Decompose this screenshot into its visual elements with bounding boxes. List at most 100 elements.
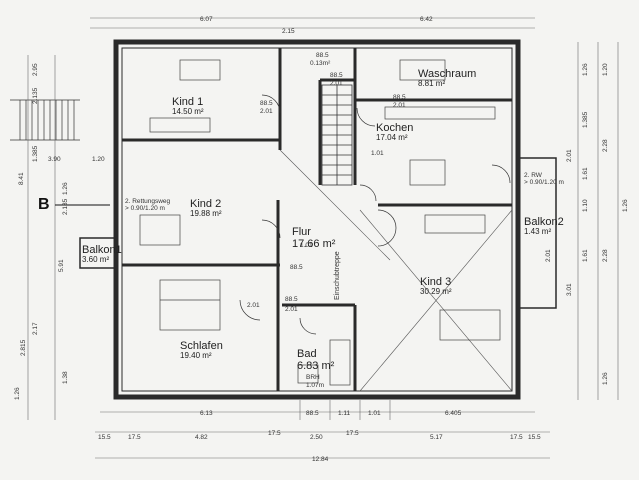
room-label-schlafen: Schlafen 19.40 m²: [180, 340, 223, 361]
note-text: 2. RW: [524, 172, 542, 179]
door-swings: [239, 94, 511, 335]
dim-inner: 1.01: [300, 242, 313, 249]
interior-walls: [122, 48, 512, 391]
dim-bottom: 1.11: [338, 410, 351, 417]
room-area: 3.60 m²: [82, 255, 110, 265]
room-area: 6.83 m²: [297, 360, 335, 373]
dim-left: 2.815: [20, 339, 27, 356]
room-area: 19.88 m²: [190, 209, 222, 219]
room-area: 1.43 m²: [524, 227, 552, 237]
balconies: [79, 157, 557, 309]
dim-right: 2.28: [602, 139, 609, 152]
staircase: [321, 84, 353, 186]
dim-bottom: 6.405: [445, 410, 462, 417]
dim-left: 2.135: [32, 87, 39, 104]
dim-bottom: 88.5: [306, 410, 319, 417]
einschubtreppe-label: Einschubtreppe: [334, 251, 341, 300]
diagonal-lines: [279, 149, 513, 392]
dim-left: 1.385: [32, 145, 39, 162]
room-label-balkon1: Balkon1 3.60 m²: [82, 244, 122, 265]
dim-bottom2: 5.17: [430, 434, 443, 441]
dim-bottom2: 17.5: [346, 430, 359, 437]
dim-left: 3.90: [48, 156, 61, 163]
dim-left: 1.26: [14, 387, 21, 400]
room-area: 30.29 m²: [420, 287, 452, 297]
dim-bottom: 6.13: [200, 410, 213, 417]
dim-inner: 2.01: [393, 102, 406, 109]
dim-bottom2: 2.50: [310, 434, 323, 441]
room-area: 19.40 m²: [180, 351, 212, 361]
external-stair: [10, 99, 80, 141]
dim-inner: 2.01: [247, 302, 260, 309]
dim-right: 2.28: [602, 249, 609, 262]
room-name: Waschraum: [418, 68, 477, 80]
dim-right: 1.10: [582, 199, 589, 212]
dim-right: 3.01: [566, 283, 573, 296]
dim-inner: 88.5: [393, 94, 406, 101]
dim-right: 1.61: [582, 249, 589, 262]
dim-right: 1.61: [582, 167, 589, 180]
dim-top: 6.42: [420, 16, 433, 23]
dim-inner: 88.5: [290, 264, 303, 271]
room-area: 17.66 m²: [292, 238, 336, 251]
note-size: > 0.90/1.20 m: [125, 205, 165, 213]
dim-left: 1.26: [62, 182, 69, 195]
room-name: Schlafen: [180, 340, 223, 352]
dim-left: 8.41: [18, 172, 25, 185]
dim-right: 2.01: [545, 249, 552, 262]
room-name: Kind 1: [172, 96, 204, 108]
dim-bottom2: 17.5: [268, 430, 281, 437]
dim-inner: 88.5: [285, 296, 298, 303]
rettungsweg-note-right: 2. RW > 0.90/1.20 m: [524, 172, 564, 186]
dim-right: 1.26: [582, 63, 589, 76]
room-name: Kind 2: [190, 198, 222, 210]
dim-right: 1.385: [582, 111, 589, 128]
dim-inner: 88.5: [260, 100, 273, 107]
dim-bottom2: 17.5: [510, 434, 523, 441]
dim-right: 1.26: [622, 199, 629, 212]
dim-inner: 0.13m²: [310, 60, 331, 67]
dim-left: 2.95: [32, 63, 39, 76]
room-label-waschraum: Waschraum 8.81 m²: [418, 68, 476, 89]
dim-left: 2.17: [32, 322, 39, 335]
dim-inner: 2.01: [330, 80, 343, 87]
room-area: 14.50 m²: [172, 107, 204, 117]
dim-inner: BRH: [306, 374, 320, 381]
note-size: > 0.90/1.20 m: [524, 179, 564, 187]
room-label-flur: Flur 17.66 m²: [292, 226, 335, 250]
dim-bottom2: 15.5: [528, 434, 541, 441]
dimension-lines: [27, 17, 619, 459]
room-name: Balkon1: [82, 244, 122, 256]
section-marker-label: B: [38, 196, 50, 213]
dim-bottom3: 12.84: [312, 456, 329, 463]
dim-inner: 88.5: [330, 72, 343, 79]
room-label-bad: Bad 6.83 m²: [297, 348, 334, 372]
room-name: Kind 3: [420, 276, 452, 288]
dim-bottom2: 17.5: [128, 434, 141, 441]
dim-left: 1.38: [62, 371, 69, 384]
dim-bottom2: 4.82: [195, 434, 208, 441]
note-text: 2. Rettungsweg: [125, 198, 171, 205]
dim-inner: 2.01: [285, 306, 298, 313]
dim-inner: 2.01: [260, 108, 273, 115]
room-name: Flur: [292, 226, 311, 238]
rettungsweg-note-left: 2. Rettungsweg > 0.90/1.20 m: [125, 198, 170, 212]
dim-left: 5.91: [58, 259, 65, 272]
dim-inner: 1.07m: [306, 382, 325, 389]
room-name: Kochen: [376, 122, 414, 134]
dim-top: 2.15: [282, 28, 295, 35]
room-label-kochen: Kochen 17.04 m²: [376, 122, 413, 143]
dim-inner: 88.5: [316, 52, 329, 59]
dim-bottom: 1.01: [368, 410, 381, 417]
dim-left: 2.135: [62, 198, 69, 215]
room-name: Bad: [297, 348, 317, 360]
furniture: [139, 59, 501, 386]
room-area: 8.81 m²: [418, 79, 446, 89]
dim-inner: 1.01: [371, 150, 384, 157]
dim-top: 6.07: [200, 16, 213, 23]
dim-right: 1.20: [602, 63, 609, 76]
room-area: 17.04 m²: [376, 133, 408, 143]
room-label-kind1: Kind 1 14.50 m²: [172, 96, 204, 117]
dim-right: 2.01: [566, 149, 573, 162]
